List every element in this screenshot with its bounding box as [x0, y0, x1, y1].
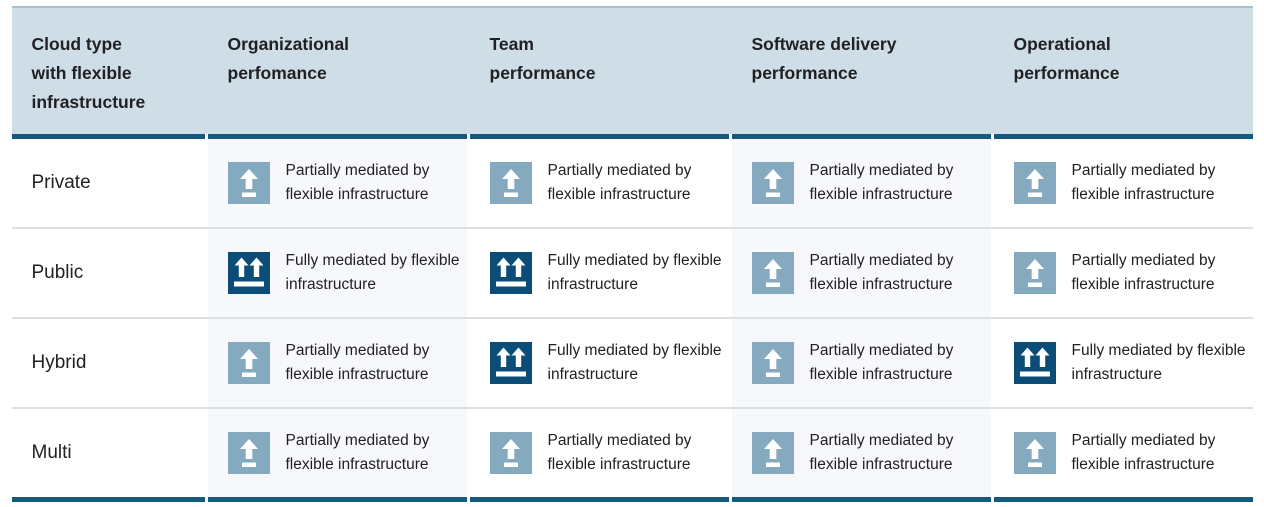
mediation-label: Partially mediated by flexible infrastru…	[547, 162, 692, 203]
table-row: Multi Partially mediated by flexible inf…	[11, 407, 1253, 497]
mediation-label: Partially mediated by flexible infrastru…	[285, 342, 430, 383]
row-label-cell: Multi	[11, 409, 205, 497]
mediation-cell: Fully mediated by flexible infrastructur…	[207, 229, 467, 317]
mediation-label: Fully mediated by flexible infrastructur…	[285, 252, 460, 293]
single-up-arrow-underline-icon	[1013, 252, 1056, 294]
mediation-label: Partially mediated by flexible infrastru…	[285, 162, 430, 203]
divider-segment	[993, 497, 1253, 502]
header-label: Software delivery performance	[751, 34, 897, 83]
table-row: Public Fully mediated by flexible infras…	[11, 227, 1253, 317]
mediation-label: Partially mediated by flexible infrastru…	[809, 252, 954, 293]
mediation-cell: Partially mediated by flexible infrastru…	[731, 409, 991, 497]
mediation-label: Partially mediated by flexible infrastru…	[809, 162, 954, 203]
mediation-cell: Partially mediated by flexible infrastru…	[469, 409, 729, 497]
mediation-cell: Partially mediated by flexible infrastru…	[207, 139, 467, 227]
divider-segment	[731, 497, 991, 502]
header-cell: Team performance	[470, 8, 729, 134]
mediation-label: Partially mediated by flexible infrastru…	[1071, 432, 1216, 473]
header-cell: Organizational perfomance	[208, 8, 467, 134]
row-label-cell: Public	[11, 229, 205, 317]
header-label: Team performance	[489, 34, 596, 83]
table-body: Private Partially mediated by flexible i…	[11, 139, 1253, 497]
mediation-cell: Fully mediated by flexible infrastructur…	[993, 319, 1253, 407]
row-label: Private	[31, 172, 91, 193]
row-label: Multi	[31, 442, 72, 463]
mediation-cell: Partially mediated by flexible infrastru…	[207, 319, 467, 407]
divider-segment	[993, 134, 1253, 139]
divider-segment	[469, 134, 729, 139]
mediation-label: Partially mediated by flexible infrastru…	[1071, 252, 1216, 293]
mediation-cell: Partially mediated by flexible infrastru…	[731, 319, 991, 407]
mediation-cell: Partially mediated by flexible infrastru…	[993, 229, 1253, 317]
table-header-row: Cloud type with flexible infrastructure …	[11, 6, 1253, 134]
mediation-label: Fully mediated by flexible infrastructur…	[547, 252, 722, 293]
row-label: Public	[31, 262, 84, 283]
divider-segment	[731, 134, 991, 139]
single-up-arrow-underline-icon	[1013, 432, 1056, 474]
mediation-table: Cloud type with flexible infrastructure …	[11, 6, 1253, 502]
divider-segment	[207, 497, 467, 502]
header-label: Cloud type with flexible infrastructure	[31, 34, 146, 112]
single-up-arrow-underline-icon	[751, 252, 794, 294]
single-up-arrow-underline-icon	[1013, 162, 1056, 204]
mediation-label: Partially mediated by flexible infrastru…	[1071, 162, 1216, 203]
mediation-cell: Partially mediated by flexible infrastru…	[731, 139, 991, 227]
mediation-cell: Partially mediated by flexible infrastru…	[993, 139, 1253, 227]
table-row: Private Partially mediated by flexible i…	[11, 139, 1253, 227]
divider-segment	[207, 134, 467, 139]
mediation-label: Partially mediated by flexible infrastru…	[809, 342, 954, 383]
mediation-label: Fully mediated by flexible infrastructur…	[1071, 342, 1246, 383]
row-label-cell: Hybrid	[11, 319, 205, 407]
mediation-label: Fully mediated by flexible infrastructur…	[547, 342, 722, 383]
mediation-cell: Fully mediated by flexible infrastructur…	[469, 319, 729, 407]
divider-segment	[11, 497, 205, 502]
table-row: Hybrid Partially mediated by flexible in…	[11, 317, 1253, 407]
single-up-arrow-underline-icon	[227, 162, 270, 204]
single-up-arrow-underline-icon	[751, 432, 794, 474]
double-up-arrow-underline-icon	[489, 252, 532, 294]
mediation-cell: Partially mediated by flexible infrastru…	[993, 409, 1253, 497]
single-up-arrow-underline-icon	[489, 162, 532, 204]
double-up-arrow-underline-icon	[489, 342, 532, 384]
row-label-cell: Private	[11, 139, 205, 227]
single-up-arrow-underline-icon	[751, 162, 794, 204]
single-up-arrow-underline-icon	[489, 432, 532, 474]
mediation-cell: Fully mediated by flexible infrastructur…	[469, 229, 729, 317]
header-divider	[11, 134, 1253, 139]
header-label: Organizational perfomance	[227, 34, 350, 83]
header-cell: Cloud type with flexible infrastructure	[12, 8, 205, 134]
single-up-arrow-underline-icon	[227, 342, 270, 384]
double-up-arrow-underline-icon	[227, 252, 270, 294]
table-bottom-border	[11, 497, 1253, 502]
row-label: Hybrid	[31, 352, 87, 373]
divider-segment	[469, 497, 729, 502]
double-up-arrow-underline-icon	[1013, 342, 1056, 384]
header-cell: Operational performance	[994, 8, 1253, 134]
single-up-arrow-underline-icon	[227, 432, 270, 474]
mediation-label: Partially mediated by flexible infrastru…	[285, 432, 430, 473]
header-cell: Software delivery performance	[732, 8, 991, 134]
mediation-cell: Partially mediated by flexible infrastru…	[469, 139, 729, 227]
mediation-label: Partially mediated by flexible infrastru…	[809, 432, 954, 473]
single-up-arrow-underline-icon	[751, 342, 794, 384]
mediation-cell: Partially mediated by flexible infrastru…	[207, 409, 467, 497]
mediation-label: Partially mediated by flexible infrastru…	[547, 432, 692, 473]
divider-segment	[11, 134, 205, 139]
header-label: Operational performance	[1013, 34, 1120, 83]
mediation-cell: Partially mediated by flexible infrastru…	[731, 229, 991, 317]
